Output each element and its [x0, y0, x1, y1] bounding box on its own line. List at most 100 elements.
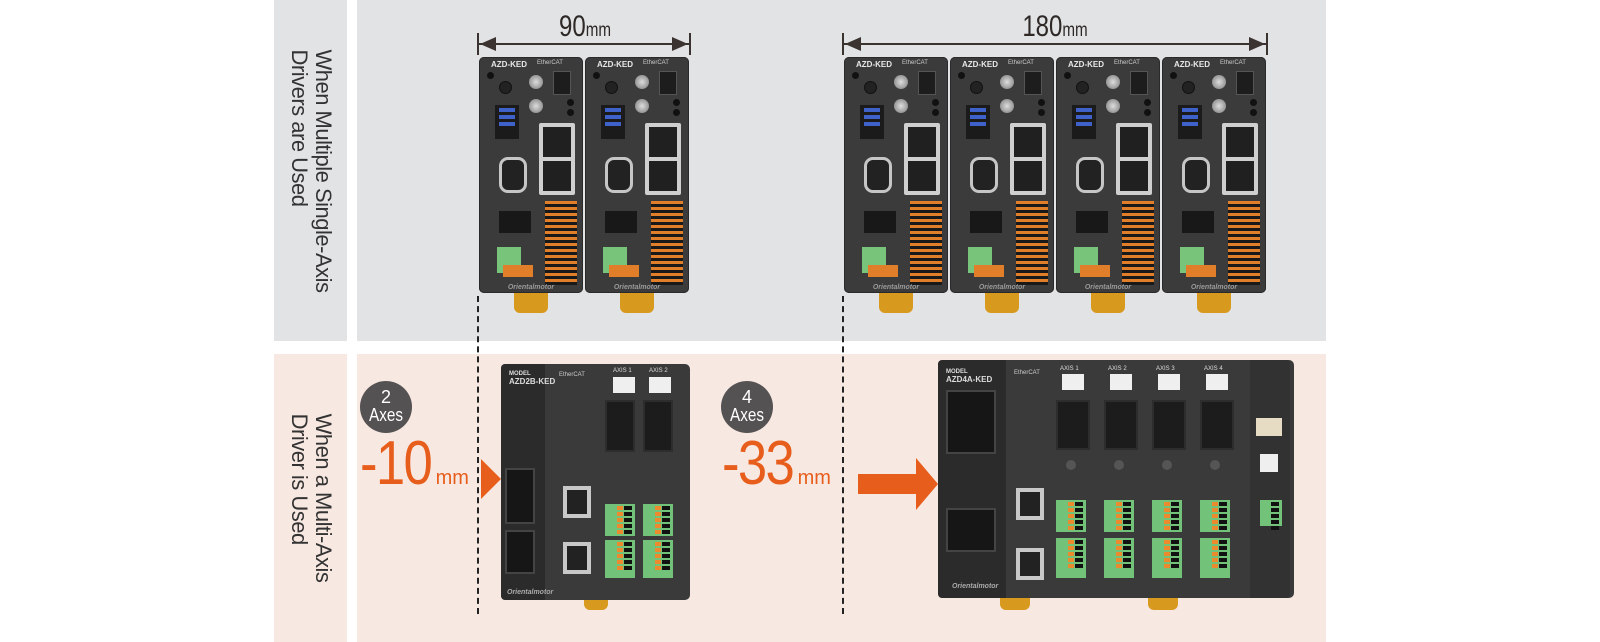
ecat-id-switch-x10	[1000, 75, 1014, 89]
input-terminal-2	[1104, 500, 1134, 532]
model-number: AZD4A-KED	[946, 375, 993, 384]
din-clip	[1091, 293, 1125, 313]
reduction-unit: mm	[435, 467, 469, 489]
ethercat-ports	[1010, 123, 1046, 195]
pwr-alm-led	[852, 72, 859, 79]
model-caption: MODEL	[509, 371, 531, 377]
ethercat-logo: EtherCAT	[902, 60, 928, 66]
motor-connector-2	[643, 400, 673, 452]
axes-number: 2	[380, 387, 391, 407]
ecat-id-switch-x10	[529, 75, 543, 89]
motor-connector	[864, 211, 896, 233]
sto-terminal	[1260, 500, 1282, 530]
label-line-1: When a Multi-Axis	[310, 413, 336, 583]
arrowhead-left-icon	[480, 37, 496, 51]
ext-in-button-3	[1162, 460, 1172, 470]
motor-connector-4	[1200, 400, 1234, 450]
brand-logo: Orientalmotor	[507, 589, 554, 596]
usb-port	[1130, 71, 1148, 95]
ext-in-button-4	[1210, 460, 1220, 470]
io-terminal	[910, 201, 926, 285]
usb-port	[918, 71, 936, 95]
motor-connector-1	[605, 400, 635, 452]
run-led	[1250, 99, 1257, 106]
io-terminal	[1244, 201, 1260, 285]
ethercat-ports	[539, 123, 575, 195]
home-preset-button	[1182, 81, 1195, 94]
home-preset-button	[605, 81, 618, 94]
run-led	[1038, 99, 1045, 106]
axes-badge-2: 2 Axes	[360, 381, 412, 433]
ethercat-logo: EtherCAT	[1114, 60, 1140, 66]
reduction-unit: mm	[797, 467, 831, 489]
input-terminal-3	[1152, 500, 1182, 532]
brake-terminal-2	[649, 377, 671, 393]
motor-connector	[970, 211, 1002, 233]
dimension-unit: mm	[585, 20, 612, 41]
multi-axis-driver-4axis: MODEL AZD4A-KED Orientalmotor EtherCAT A…	[938, 360, 1294, 598]
io-terminal	[667, 201, 683, 285]
motor-connector-2	[1104, 400, 1138, 450]
pwr-alm-led	[1170, 72, 1177, 79]
dip-switch	[1178, 105, 1202, 139]
err-led	[1038, 109, 1045, 116]
input-terminal-4	[1200, 500, 1230, 532]
brake-terminal-1	[1062, 374, 1084, 390]
arrowhead-right-icon	[1249, 37, 1265, 51]
din-clip	[620, 293, 654, 313]
model-name: AZD-KED	[856, 60, 892, 69]
dimension-line-90	[477, 33, 691, 55]
home-preset-button	[864, 81, 877, 94]
arrow-shaft	[858, 474, 916, 494]
err-led	[567, 109, 574, 116]
output-terminal-4	[1200, 538, 1230, 578]
dimension-value: 90	[558, 10, 586, 43]
model-number: AZD2B-KED	[509, 377, 556, 386]
ecat-id-switch-x10	[894, 75, 908, 89]
terminal-lever	[1080, 265, 1110, 277]
ecat-id-switch-x10	[1212, 75, 1226, 89]
model-name: AZD-KED	[962, 60, 998, 69]
ethercat-logo: EtherCAT	[1014, 370, 1040, 376]
encoder-connector	[1076, 157, 1104, 193]
reduction-value: -33	[722, 429, 795, 498]
dip-switch	[966, 105, 990, 139]
dimension-line-180	[842, 33, 1268, 55]
output-terminal-2	[643, 540, 673, 578]
io-terminal	[545, 201, 561, 285]
ext-in-button-1	[1066, 460, 1076, 470]
brake-terminal-4	[1206, 374, 1228, 390]
ecat-id-switch-x10	[1106, 75, 1120, 89]
motor-connector	[1076, 211, 1108, 233]
err-led	[1144, 109, 1151, 116]
pwr-alm-led	[958, 72, 965, 79]
usb-port	[1024, 71, 1042, 95]
motor-connector	[605, 211, 637, 233]
dimension-tick-right	[689, 33, 691, 55]
encoder-connector	[1182, 157, 1210, 193]
pwr-alm-led	[1064, 72, 1071, 79]
brake-terminal-3	[1158, 374, 1180, 390]
dc-power-connector	[946, 508, 996, 552]
motor-connector-1	[1056, 400, 1090, 450]
brand-logo: Orientalmotor	[952, 583, 999, 590]
single-axis-driver: AZD-KED EtherCAT Orientalmotor	[844, 57, 948, 293]
dimension-tick-left	[477, 33, 479, 55]
reduction-value: -10	[360, 429, 433, 498]
model-name: AZD-KED	[597, 60, 633, 69]
model-name: AZD-KED	[1174, 60, 1210, 69]
arrowhead-left-icon	[845, 37, 861, 51]
usb-port	[553, 71, 571, 95]
dimension-unit: mm	[1062, 20, 1088, 41]
axis-label-4: AXIS 4	[1204, 366, 1223, 372]
brand-logo: Orientalmotor	[978, 284, 1026, 291]
model-caption: MODEL	[946, 369, 968, 375]
output-terminal-2	[1104, 538, 1134, 578]
dip-switch	[1072, 105, 1096, 139]
ecat-id-switch-x1	[1000, 99, 1014, 113]
io-terminal	[926, 201, 942, 285]
home-preset-button	[970, 81, 983, 94]
axis-label-3: AXIS 3	[1156, 366, 1175, 372]
arrow-right-small-icon	[481, 459, 501, 499]
single-axis-driver: AZD-KED EtherCAT Orientalmotor	[585, 57, 689, 293]
